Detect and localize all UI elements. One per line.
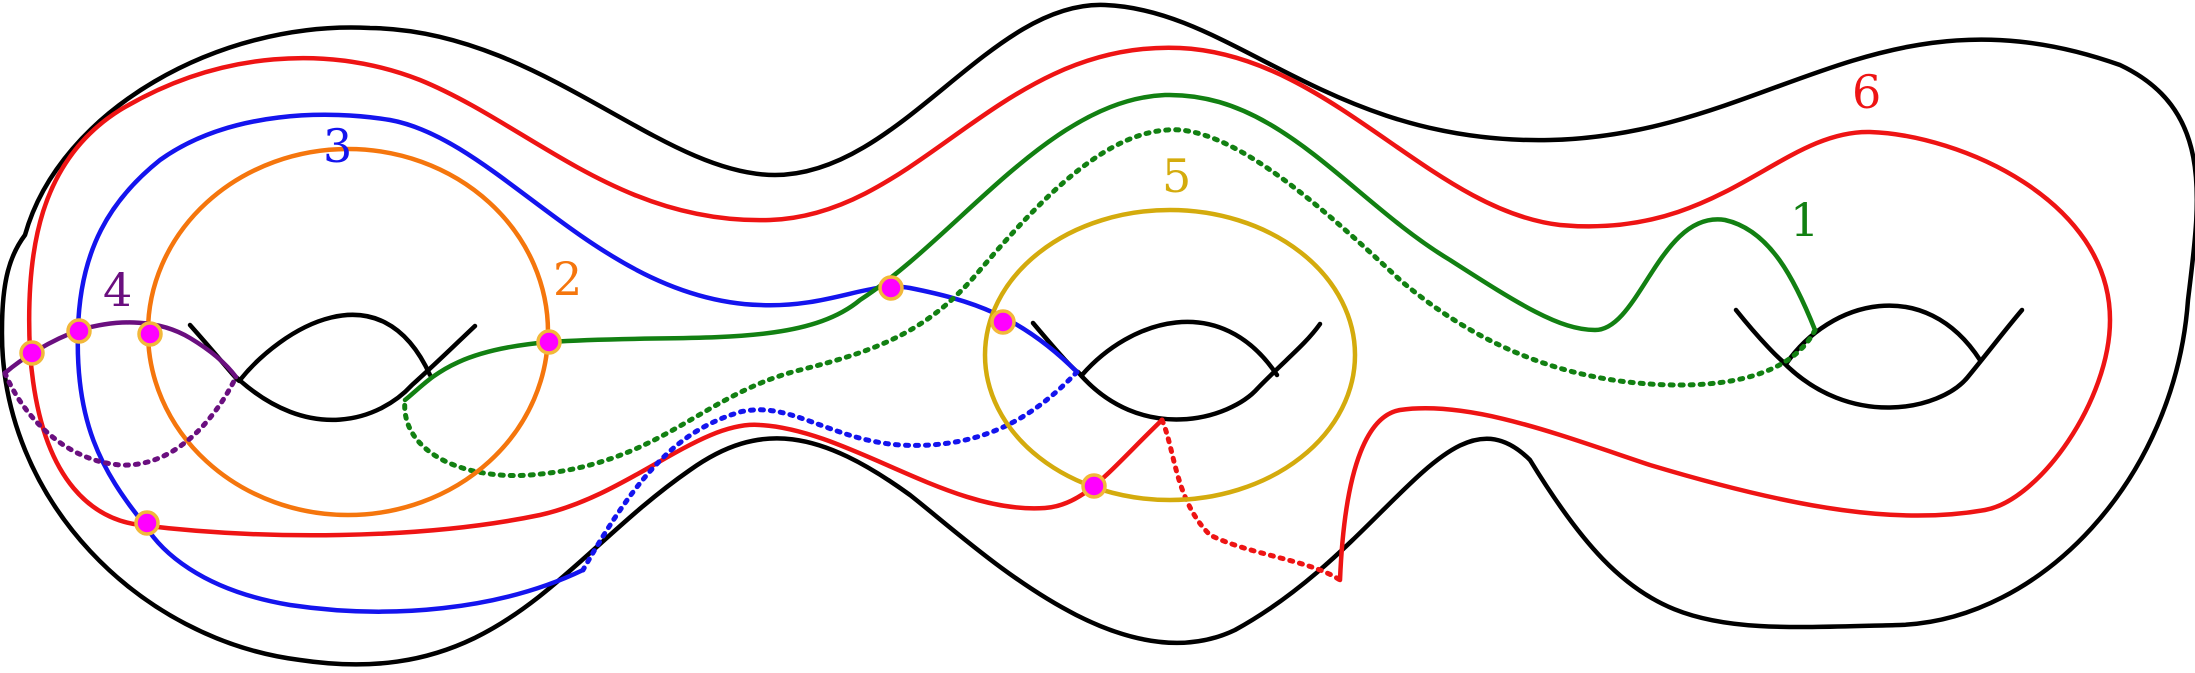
curve-4-label: 4 [103, 263, 132, 317]
hole-middle-lower-arc [1075, 321, 1323, 422]
intersection-point [878, 275, 904, 301]
curve-3-dotted-segment [580, 369, 1080, 573]
curve-6-solid-upper [26, 45, 2113, 583]
intersection-point [137, 321, 163, 347]
intersection-point [66, 318, 92, 344]
intersection-point [1081, 473, 1107, 499]
curve-2 [145, 146, 551, 518]
intersection-point [134, 510, 160, 536]
intersection-point [19, 340, 45, 366]
intersection-points [19, 275, 1107, 536]
intersection-point [990, 309, 1016, 335]
curve-3-label: 3 [323, 119, 352, 173]
intersection-point [536, 329, 562, 355]
hole-left-lower-arc [233, 323, 478, 423]
curve-6 [26, 45, 2113, 583]
hole-right-upper-arc [1733, 303, 1983, 367]
hole-right [1733, 303, 2025, 410]
curve-5 [982, 207, 1358, 503]
hole-right-lower-arc [1780, 307, 2025, 410]
curve-6-label: 6 [1852, 65, 1881, 119]
curve-1-solid [402, 92, 1818, 403]
curve-1-label: 1 [1790, 193, 1819, 247]
curve-1 [402, 92, 1818, 479]
hole-left-upper-arc [187, 312, 433, 384]
curve-3-solid [75, 112, 1080, 614]
curve-3 [75, 112, 1080, 614]
curve-4-dotted-segment [2, 370, 239, 468]
curve-1-dotted-segment [402, 127, 1818, 479]
hole-left [187, 312, 478, 423]
curve-5-label: 5 [1162, 149, 1191, 203]
curve-2-label: 2 [553, 252, 582, 306]
curve-6-dotted-segment [1159, 417, 1343, 583]
curve-6-solid-lower [27, 349, 1165, 538]
